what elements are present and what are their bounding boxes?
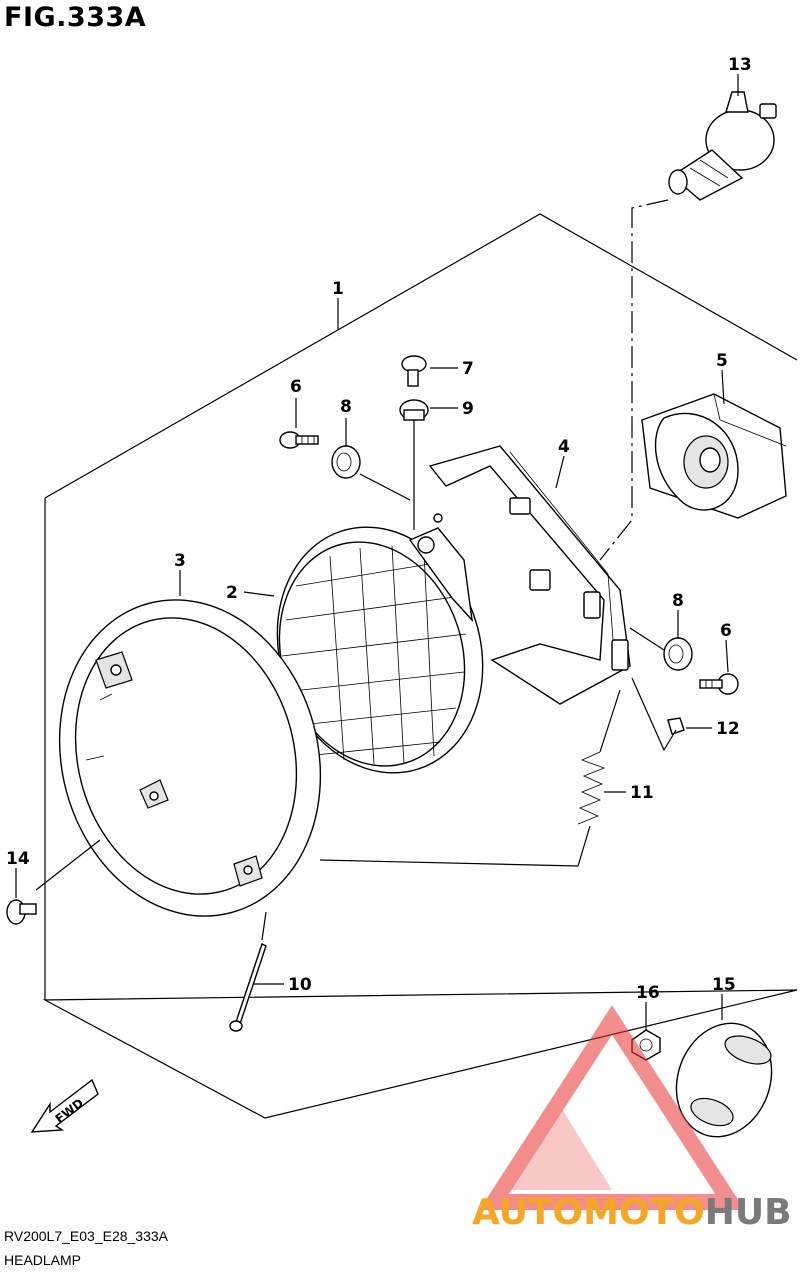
- callout-4: 4: [558, 437, 570, 457]
- callout-12: 12: [716, 719, 740, 739]
- assembly-outline: [42, 213, 798, 1119]
- callout-10: 10: [288, 975, 312, 995]
- screw-7[interactable]: [401, 355, 427, 387]
- grommet-8-lower[interactable]: [663, 637, 693, 671]
- callout-6-lower: 6: [720, 621, 732, 641]
- screw-6-lower[interactable]: [699, 673, 739, 695]
- diagram-code: RV200L7_E03_E28_333A: [4, 1228, 169, 1244]
- screw-14[interactable]: [6, 899, 37, 925]
- callout-5: 5: [716, 351, 728, 371]
- callout-7: 7: [462, 359, 474, 379]
- bracket-4[interactable]: [428, 445, 631, 705]
- callout-2: 2: [226, 583, 238, 603]
- spring-11[interactable]: [577, 751, 606, 825]
- screw-6-upper[interactable]: [279, 431, 319, 449]
- callout-1: 1: [332, 279, 344, 299]
- watermark-text: AUTOMOTOHUB: [472, 1192, 792, 1233]
- figure-title: FIG.333A: [4, 2, 147, 33]
- bulb-13[interactable]: [668, 91, 777, 201]
- diagram-name: HEADLAMP: [4, 1252, 82, 1268]
- forward-direction-arrow: FWD: [30, 1078, 99, 1133]
- watermark-logo: [479, 1005, 745, 1210]
- watermark-part-a: AUTOMOTO: [472, 1192, 705, 1233]
- headlamp-lens-2[interactable]: [246, 500, 513, 800]
- callout-8-lower: 8: [672, 591, 684, 611]
- grommet-8-upper[interactable]: [331, 445, 361, 479]
- callout-8-upper: 8: [340, 397, 352, 417]
- callout-14: 14: [6, 849, 30, 869]
- socket-cover-5[interactable]: [641, 393, 787, 519]
- adjust-screw-10[interactable]: [229, 943, 267, 1032]
- reflector-15[interactable]: [661, 1010, 787, 1150]
- callout-11: 11: [630, 783, 654, 803]
- callout-16: 16: [636, 983, 660, 1003]
- callout-13: 13: [728, 55, 752, 75]
- callout-15: 15: [712, 975, 736, 995]
- cushion-9[interactable]: [399, 399, 429, 421]
- callout-3: 3: [174, 551, 186, 571]
- nut-12[interactable]: [667, 717, 685, 735]
- callout-6-upper: 6: [290, 377, 302, 397]
- watermark-part-b: HUB: [704, 1192, 792, 1233]
- headlamp-rim-3[interactable]: [25, 570, 355, 945]
- callout-9: 9: [462, 399, 474, 419]
